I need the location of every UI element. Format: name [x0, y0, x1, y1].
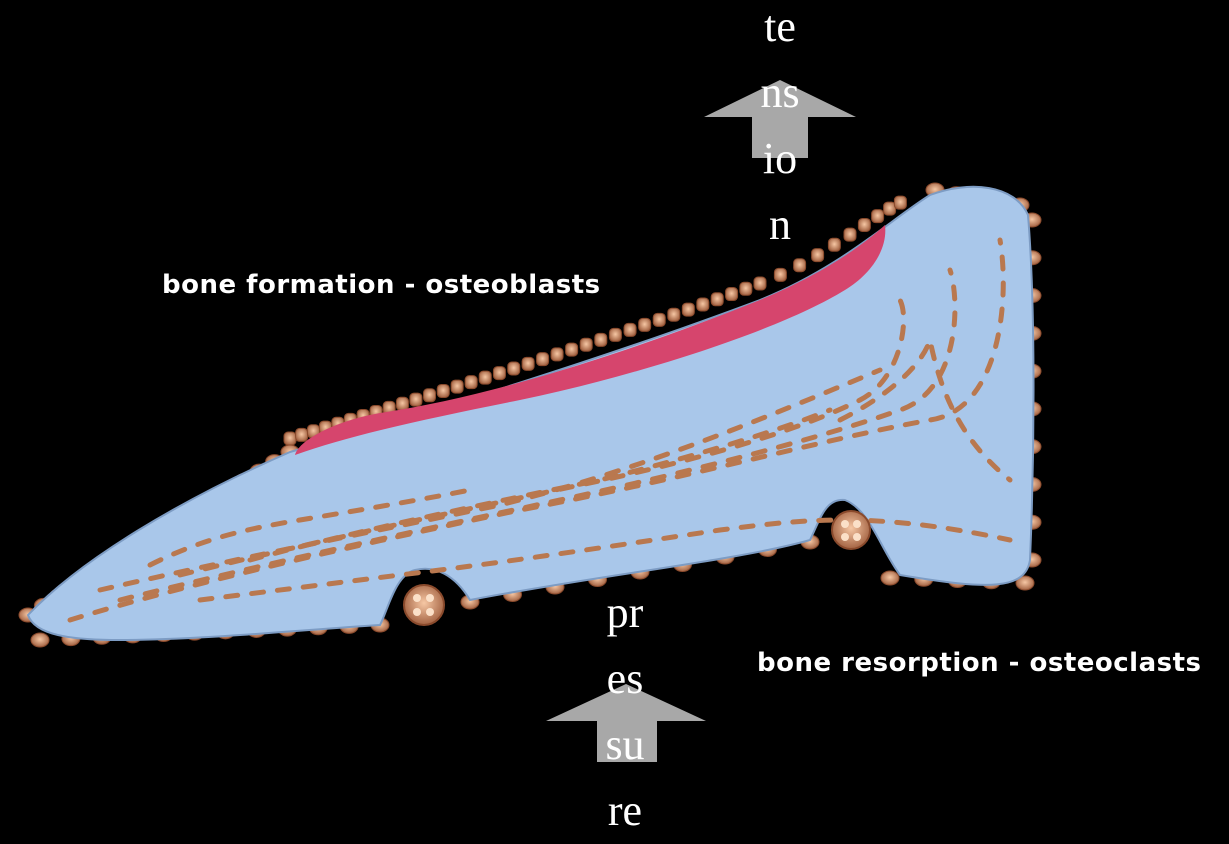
- osteoblast-cell: [812, 249, 824, 262]
- osteoblast-cell: [639, 318, 651, 331]
- pressure-label: pr es su re: [593, 580, 657, 844]
- lining-cell: [881, 571, 899, 585]
- osteoblast-cell: [740, 282, 752, 295]
- tension-fragment: ns: [748, 60, 812, 126]
- osteoblast-cell: [551, 348, 563, 361]
- osteoblast-cell: [566, 343, 578, 356]
- osteoblast-cell: [508, 362, 520, 375]
- osteoblast-cell: [774, 268, 786, 281]
- lining-cell: [31, 633, 49, 647]
- osteoblast-cell: [754, 277, 766, 290]
- osteoblast-cell: [595, 333, 607, 346]
- osteoclast-left: [404, 585, 444, 625]
- osteoblast-cell: [828, 238, 840, 251]
- osteoblast-cell: [522, 357, 534, 370]
- bone-resorption-label: bone resorption - osteoclasts: [757, 648, 1202, 678]
- pressure-fragment: pr: [593, 580, 657, 646]
- osteoblast-cell: [872, 210, 884, 223]
- osteoblast-cell: [682, 303, 694, 316]
- tension-label: te ns io n: [748, 0, 812, 258]
- osteoblast-cell: [844, 228, 856, 241]
- osteoblast-cell: [668, 308, 680, 321]
- osteoblast-cell: [711, 293, 723, 306]
- osteoblast-cell: [410, 393, 422, 406]
- osteoblast-cell: [424, 389, 436, 402]
- osteoblast-cell: [396, 397, 408, 410]
- osteoblast-cell: [653, 313, 665, 326]
- osteoblast-cell: [296, 428, 308, 441]
- pressure-fragment: es: [593, 646, 657, 712]
- osteoblast-cell: [894, 196, 906, 209]
- osteoblast-cell: [437, 384, 449, 397]
- osteoclast-right: [832, 511, 870, 549]
- osteoblast-cell: [794, 259, 806, 272]
- tension-fragment: io: [748, 126, 812, 192]
- osteoblast-cell: [465, 376, 477, 389]
- pressure-fragment: su: [593, 712, 657, 778]
- osteoblast-cell: [580, 338, 592, 351]
- osteoblast-cell: [537, 353, 549, 366]
- osteoblast-cell: [451, 380, 463, 393]
- osteoblast-cell: [624, 323, 636, 336]
- osteoblast-cell: [858, 218, 870, 231]
- osteoblast-cell: [479, 371, 491, 384]
- osteoblast-cell: [493, 367, 505, 380]
- osteoblast-cell: [726, 288, 738, 301]
- tension-fragment: n: [748, 192, 812, 258]
- osteoblast-cell: [284, 432, 296, 445]
- osteoblast-cell: [697, 298, 709, 311]
- pressure-fragment: re: [593, 778, 657, 844]
- tension-fragment: te: [748, 0, 812, 60]
- osteoblast-cell: [609, 328, 621, 341]
- osteoblast-cell: [884, 202, 896, 215]
- bone-formation-label: bone formation - osteoblasts: [162, 270, 601, 300]
